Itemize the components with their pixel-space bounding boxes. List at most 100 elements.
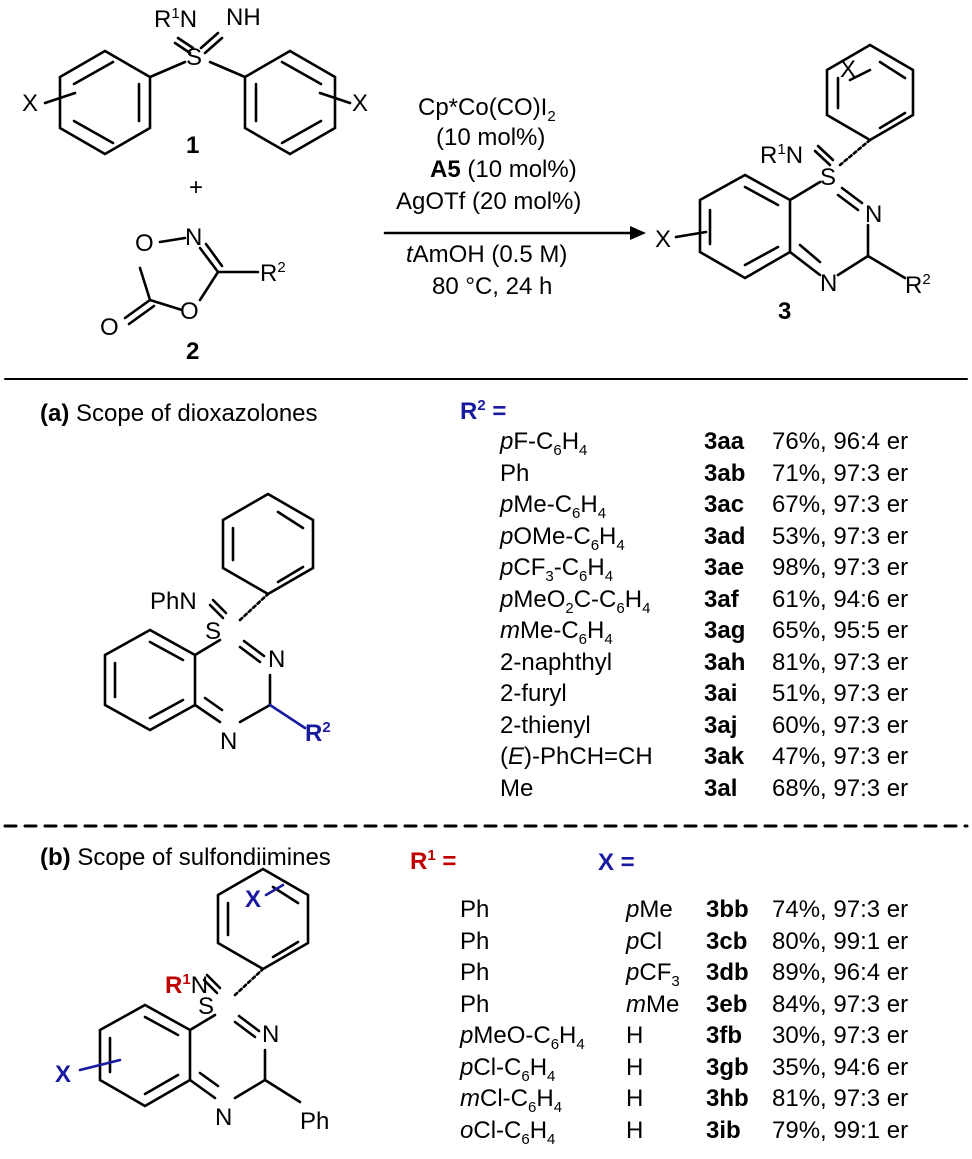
r2-label-2: R2 bbox=[260, 259, 286, 287]
result-3ab: 71%, 97:3 er bbox=[772, 459, 909, 487]
x-3hb: H bbox=[626, 1085, 644, 1112]
result-3fb: 30%, 97:3 er bbox=[772, 1022, 909, 1049]
substituent-3af: pMeO2C-C6H4 bbox=[500, 585, 651, 617]
substituent-3al: Me bbox=[500, 774, 534, 802]
result-3db: 89%, 96:4 er bbox=[772, 959, 909, 986]
n-label-a1: N bbox=[268, 646, 286, 673]
n-label-3a: N bbox=[865, 201, 883, 228]
ligand-text: A5 (10 mol%) bbox=[430, 156, 577, 183]
x-label-right: X bbox=[352, 90, 369, 117]
result-3ai: 51%, 97:3 er bbox=[772, 680, 909, 707]
result-3ae: 98%, 97:3 er bbox=[772, 554, 909, 581]
section-b-structure bbox=[98, 867, 310, 1108]
n-label-2: N bbox=[185, 224, 203, 251]
result-3ak: 47%, 97:3 er bbox=[772, 743, 909, 770]
plus-sign: + bbox=[189, 174, 204, 201]
temp-time-text: 80 °C, 24 h bbox=[432, 273, 553, 300]
compound-3-number: 3 bbox=[778, 298, 792, 325]
r1-3gb: pCl-C6H4 bbox=[460, 1053, 556, 1085]
o-label-1: O bbox=[135, 230, 154, 257]
section-b-r1-header: R1 = bbox=[410, 847, 457, 875]
compound-id-3af: 3af bbox=[704, 585, 739, 613]
sulfur-label-a: S bbox=[205, 618, 222, 645]
r1-3cb: Ph bbox=[460, 927, 490, 955]
sulfur-label: S bbox=[186, 44, 203, 71]
result-3af: 61%, 94:6 er bbox=[772, 585, 909, 613]
compound-id-3eb: 3eb bbox=[706, 990, 748, 1018]
compound-id-3ad: 3ad bbox=[704, 522, 746, 550]
x-3fb: H bbox=[626, 1022, 644, 1049]
result-3hb: 81%, 97:3 er bbox=[772, 1085, 909, 1112]
result-3ib: 79%, 99:1 er bbox=[772, 1116, 909, 1144]
compound-id-3ac: 3ac bbox=[704, 491, 745, 518]
compound-id-3cb: 3cb bbox=[706, 927, 748, 955]
additive-text: AgOTf (20 mol%) bbox=[396, 188, 582, 215]
result-3ad: 53%, 97:3 er bbox=[772, 522, 909, 550]
r1-label-b: R1N bbox=[165, 971, 209, 999]
result-3ac: 67%, 97:3 er bbox=[772, 491, 909, 518]
compound-1-number: 1 bbox=[186, 132, 200, 159]
result-3cb: 80%, 99:1 er bbox=[772, 927, 909, 955]
section-a-structure bbox=[103, 492, 315, 732]
compound-id-3al: 3al bbox=[704, 774, 738, 802]
x-3eb: mMe bbox=[626, 990, 680, 1018]
substituent-3ag: mMe-C6H4 bbox=[500, 617, 613, 648]
compound-id-3aa: 3aa bbox=[704, 428, 745, 455]
compound-id-3gb: 3gb bbox=[706, 1053, 749, 1081]
nh-label: NH bbox=[226, 4, 261, 31]
compound-id-3ab: 3ab bbox=[704, 459, 746, 487]
compound-1-structure bbox=[43, 31, 352, 156]
x-3db: pCF3 bbox=[626, 959, 680, 990]
substituent-3ad: pOMe-C6H4 bbox=[500, 522, 625, 554]
result-3aj: 60%, 97:3 er bbox=[772, 711, 909, 739]
o-label-3: O bbox=[100, 314, 119, 341]
r1-3db: Ph bbox=[460, 959, 490, 986]
compound-id-3ib: 3ib bbox=[706, 1116, 741, 1144]
result-3ag: 65%, 95:5 er bbox=[772, 617, 909, 644]
substituent-3aa: pF-C6H4 bbox=[500, 428, 588, 459]
compound-id-3ah: 3ah bbox=[704, 648, 746, 676]
compound-id-3db: 3db bbox=[706, 959, 749, 986]
n-label-3b: N bbox=[820, 270, 838, 297]
result-3aa: 76%, 96:4 er bbox=[772, 428, 909, 455]
catalyst-loading: (10 mol%) bbox=[436, 124, 546, 151]
sulfur-label-3: S bbox=[820, 164, 837, 191]
r1-3ib: oCl-C6H4 bbox=[460, 1116, 556, 1148]
compound-2-structure bbox=[123, 236, 260, 326]
section-a-header: R2 = bbox=[460, 397, 507, 425]
compound-id-3aj: 3aj bbox=[704, 711, 738, 739]
ph-label-b: Ph bbox=[300, 1108, 330, 1135]
r1-3bb: Ph bbox=[460, 896, 490, 923]
x-3gb: H bbox=[626, 1053, 644, 1081]
r2-bond bbox=[268, 703, 307, 730]
result-3ah: 81%, 97:3 er bbox=[772, 648, 909, 676]
x-label-b2: X bbox=[55, 1061, 72, 1088]
x-3ib: H bbox=[626, 1116, 644, 1144]
compound-id-3bb: 3bb bbox=[706, 896, 749, 923]
r1-3fb: pMeO-C6H4 bbox=[460, 1022, 585, 1053]
compound-id-3ak: 3ak bbox=[704, 743, 745, 770]
compound-id-3ae: 3ae bbox=[704, 554, 745, 581]
catalyst-text: Cp*Co(CO)I2 bbox=[418, 94, 556, 125]
x-3cb: pCl bbox=[626, 927, 663, 955]
result-3al: 68%, 97:3 er bbox=[772, 774, 909, 802]
compound-id-3ai: 3ai bbox=[704, 680, 738, 707]
sulfur-label-b: S bbox=[198, 993, 215, 1020]
compound-id-3ag: 3ag bbox=[704, 617, 746, 644]
x-3bb: pMe bbox=[626, 896, 673, 923]
x-label-left: X bbox=[22, 90, 39, 117]
r2-label-a: R2 bbox=[305, 719, 331, 747]
substituent-3ah: 2-naphthyl bbox=[500, 648, 613, 676]
solvent-text: tAmOH (0.5 M) bbox=[406, 241, 568, 268]
n-label-a2: N bbox=[220, 728, 238, 755]
compound-id-3fb: 3fb bbox=[706, 1022, 742, 1049]
r1-3eb: Ph bbox=[460, 990, 490, 1018]
substituent-3aj: 2-thienyl bbox=[500, 711, 591, 739]
substituent-3ab: Ph bbox=[500, 459, 530, 487]
n-label-b2: N bbox=[215, 1104, 233, 1131]
result-3eb: 84%, 97:3 er bbox=[772, 990, 909, 1018]
substituent-3ak: (E)-PhCH=CH bbox=[500, 743, 653, 770]
substituent-3ac: pMe-C6H4 bbox=[500, 491, 607, 522]
substituent-3ai: 2-furyl bbox=[500, 680, 567, 707]
